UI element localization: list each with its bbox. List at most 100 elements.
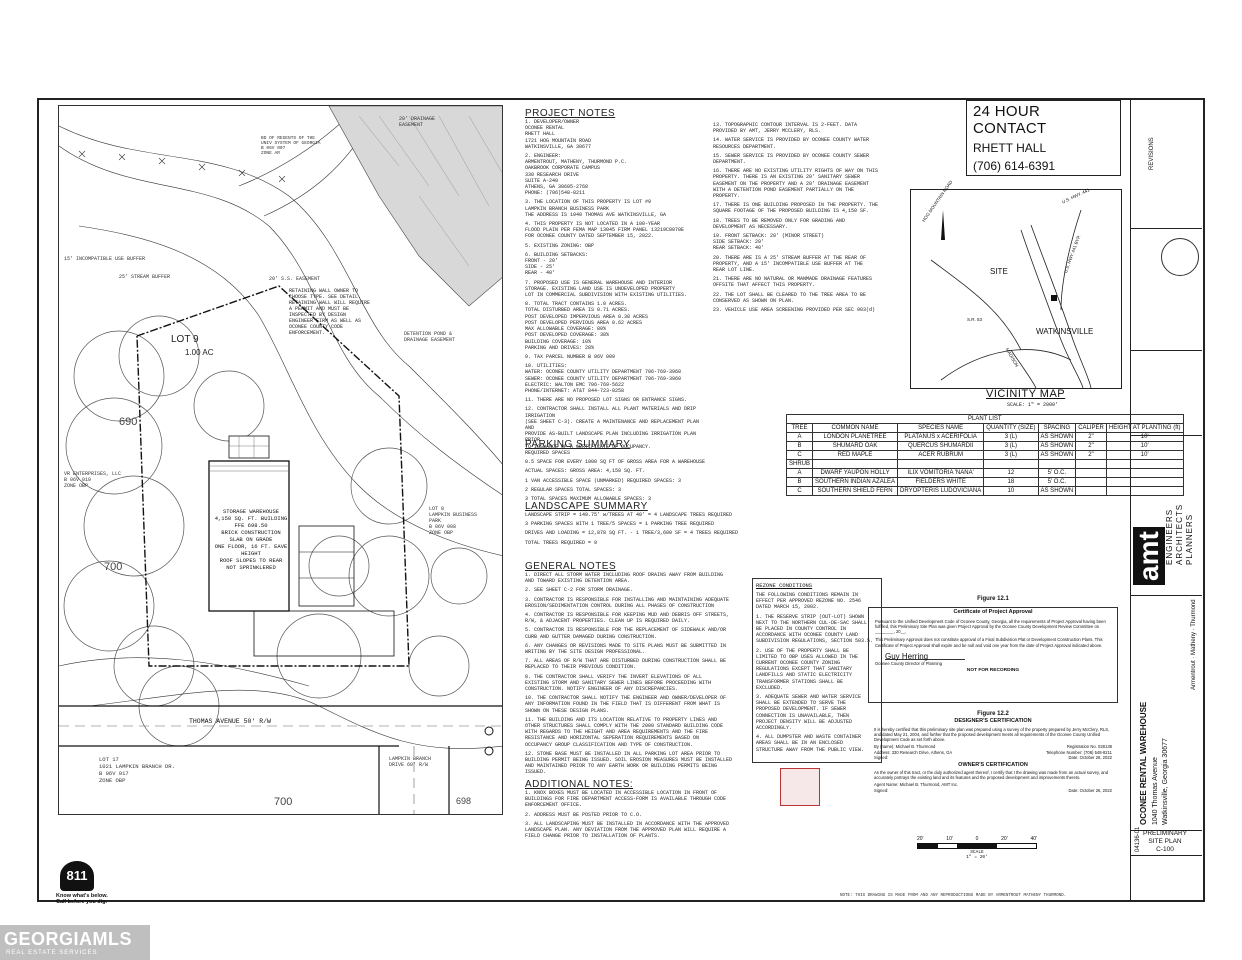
- plant-list-cell: A: [785, 468, 814, 478]
- plant-list-header: CALIPER: [1075, 423, 1107, 433]
- parking-line-5: 2 REGULAR SPACES TOTAL SPACES: 3: [525, 486, 622, 493]
- plant-list-cell: [983, 459, 1039, 469]
- thomas-avenue-label: THOMAS AVENUE 50' R/W: [189, 718, 271, 725]
- owner-cert-title: OWNER'S CERTIFICATION: [958, 762, 1028, 769]
- project-note-5: 5. EXISTING ZONING: OBP: [525, 242, 595, 249]
- plant-list-cell: [1037, 459, 1077, 469]
- scale-tick: 20': [917, 836, 924, 842]
- drawing-sheet-border: [37, 98, 1205, 902]
- fig121-not-for-recording: NOT FOR RECORDING: [966, 667, 1020, 673]
- parking-line-4: 1 VAN ACCESSIBLE SPACE (UNMARKED) REQUIR…: [525, 477, 682, 484]
- revisions-label: REVISIONS: [1149, 137, 1155, 170]
- scale-tick: 10': [946, 836, 953, 842]
- plant-list-cell: B: [785, 441, 814, 451]
- sheet-tag: PRELIMINARY SITE PLAN C-100: [1132, 830, 1198, 864]
- call-before-you-dig: Know what's below. Call before you dig.: [56, 893, 108, 905]
- buffer25-label: 25' STREAM BUFFER: [119, 274, 171, 280]
- rezone-condition-4: 3. ADEQUATE SEWER AND WATER SERVICE SHAL…: [756, 694, 862, 732]
- lot17-label: LOT 17 1021 LAMPKIN BRANCH DR. B 06V 017…: [99, 756, 175, 784]
- plant-list-cell: [1075, 477, 1107, 487]
- firm-engineers: ENGINEERS: [1165, 508, 1174, 565]
- project-note-right-5: 17. THERE IS ONE BUILDING PROPOSED IN TH…: [713, 202, 879, 215]
- lampkin-drive-label: LAMPKIN BRANCH DRIVE 60' R/W: [389, 756, 432, 768]
- drainage-easement-label: 20' DRAINAGE EASEMENT: [399, 116, 436, 128]
- designers-certification: Figure 12.2 DESIGNER'S CERTIFICATION It …: [868, 709, 1118, 829]
- contact-title: 24 HOUR CONTACT: [973, 103, 1047, 137]
- project-notes-list: 1. DEVELOPER/OWNER OCONEE RENTAL RHETT H…: [525, 119, 710, 450]
- fig121-title: Certificate of Project Approval: [953, 609, 1033, 616]
- project-note-3: 3. THE LOCATION OF THIS PROPERTY IS LOT …: [525, 199, 667, 218]
- parking-summary-heading: PARKING SUMMARY: [525, 439, 631, 450]
- buffer15-label: 15' INCOMPATIBLE USE BUFFER: [64, 256, 146, 262]
- plant-list-cell: SHUMARD OAK: [812, 441, 899, 451]
- parking-line-1: REQUIRED SPACES: [525, 450, 571, 456]
- contact-box: 24 HOUR CONTACT RHETT HALL (706) 614-639…: [966, 100, 1121, 176]
- firm-names: Armentrout · Matheny · Thurmond: [1191, 599, 1197, 690]
- building-label: STORAGE WAREHOUSE 4,150 SQ. FT. BUILDING…: [214, 508, 288, 571]
- project-notes: PROJECT NOTES 1. DEVELOPER/OWNER OCONEE …: [525, 108, 710, 453]
- plant-list-title: PLANT LIST: [786, 414, 1184, 424]
- scale-tick: 40': [1030, 836, 1037, 842]
- retaining-wall-note: RETAINING WALL OWNER TO CHOOSE TYPE. SEE…: [289, 288, 371, 336]
- parking-line-3: ACTUAL SPACES: GROSS AREA: 4,150 SQ. FT.: [525, 468, 646, 475]
- plant-list-cell: LONDON PLANETREE: [812, 432, 899, 442]
- general-note-3: 3. CONTRACTOR IS RESPONSIBLE FOR INSTALL…: [525, 596, 730, 609]
- plant-list-cell: QUERCUS SHUMARDII: [897, 441, 985, 451]
- rezone-heading: REZONE CONDITIONS: [756, 582, 813, 589]
- vicinity-site-label: SITE: [990, 267, 1008, 276]
- firm-architects: ARCHITECTS: [1175, 503, 1184, 565]
- regents-label: BD OF REGENTS OF THE UNIV SYSTEM OF GEOR…: [261, 136, 321, 156]
- plant-list-cell: 5' O.C.: [1037, 477, 1077, 487]
- project-name: OCONEE RENTAL WAREHOUSE: [1139, 701, 1148, 825]
- additional-notes-list: 1. KNOX BOXES MUST BE LOCATED IN ACCESSI…: [525, 790, 740, 839]
- project-notes-list-right: 13. TOPOGRAPHIC CONTOUR INTERVAL IS 2-FE…: [713, 122, 893, 313]
- north-arrow-icon: [941, 210, 945, 240]
- additional-notes: ADDITIONAL NOTES: 1. KNOX BOXES MUST BE …: [525, 779, 740, 842]
- vr-enterprises-label: VR ENTERPRISES, LLC B 06V 010 ZONE OBP: [64, 471, 122, 489]
- fig122-title: DESIGNER'S CERTIFICATION: [954, 718, 1032, 725]
- plant-list-header: SPACING: [1037, 423, 1077, 433]
- plant-list-cell: ILIX VOMITORIA 'NANA': [897, 468, 985, 478]
- fig122-address: Address: 330 Research Drive, Athens, GA: [874, 749, 953, 755]
- plant-list-cell: C: [785, 450, 814, 460]
- vicinity-map: SITE WATKINSVILLE HOG MOUNTAIN ROAD U.S.…: [910, 180, 1122, 389]
- lot8-label: LOT 8 LAMPKIN BUSINESS PARK B 06V 008 ZO…: [429, 506, 478, 536]
- vicinity-road-3: S.R. 53: [967, 317, 983, 322]
- general-note-6: 6. ANY CHANGES OR REVISIONS MADE TO SITE…: [525, 642, 727, 656]
- plant-list-cell: [897, 459, 985, 469]
- project-note-4: 4. THIS PROPERTY IS NOT LOCATED IN A 100…: [525, 221, 685, 240]
- fig122-by-name: By (name): Michael B. Thurmond: [874, 744, 936, 750]
- general-notes-heading: GENERAL NOTES: [525, 561, 617, 572]
- project-note-12: 12. CONTRACTOR SHALL INSTALL ALL PLANT M…: [525, 406, 700, 450]
- title-block: REVISIONS amt ENGINEERS ARCHITECTS PLANN…: [1130, 100, 1202, 900]
- vicinity-town-label: WATKINSVILLE: [1036, 327, 1094, 336]
- detention-label: DETENTION POND & DRAINAGE EASEMENT: [404, 331, 456, 343]
- general-note-9: 10. THE CONTRACTOR SHALL NOTIFY THE ENGI…: [525, 695, 727, 714]
- contact-phone: (706) 614-6391: [973, 159, 1056, 173]
- owner-cert-agent: Agent Name: Michael B. Thurmond, AMT Inc…: [874, 782, 959, 788]
- owner-cert-signed-label: Signed:: [874, 787, 889, 793]
- ss-easement-label: 20' S.S. EASEMENT: [269, 276, 321, 282]
- plant-list-cell: ACER RUBRUM: [897, 450, 985, 460]
- project-note-right-6: 18. TREES TO BE REMOVED ONLY FOR GRADING…: [713, 217, 846, 230]
- fig121-body: Pursuant to the Unified Development Code…: [875, 618, 1106, 635]
- project-notes-continued: 13. TOPOGRAPHIC CONTOUR INTERVAL IS 2-FE…: [713, 122, 893, 316]
- plant-list-cell: A: [785, 432, 814, 442]
- additional-note-2: 2. ADDRESS MUST BE POSTED PRIOR TO C.O.: [525, 811, 643, 818]
- project-note-right-3: 15. SEWER SERVICE IS PROVIDED BY OCONEE …: [713, 152, 870, 166]
- plant-list-cell: 2": [1075, 432, 1107, 442]
- contour-698: 698: [456, 796, 472, 806]
- scale-tick: 20': [1001, 836, 1008, 842]
- project-note-7: 7. PROPOSED USE IS GENERAL WAREHOUSE AND…: [525, 279, 688, 299]
- call-811-logo: 811: [60, 861, 94, 891]
- rezone-condition-3: 2. USE OF THE PROPERTY SHALL BE LIMITED …: [756, 647, 859, 691]
- general-note-8: 8. THE CONTRACTOR SHALL VERIFY THE INVER…: [525, 673, 712, 693]
- project-note-right-9: 21. THERE ARE NO NATURAL OR MANMADE DRAI…: [713, 276, 873, 289]
- fig121-body2: This Preliminary Approval does not const…: [875, 637, 1103, 648]
